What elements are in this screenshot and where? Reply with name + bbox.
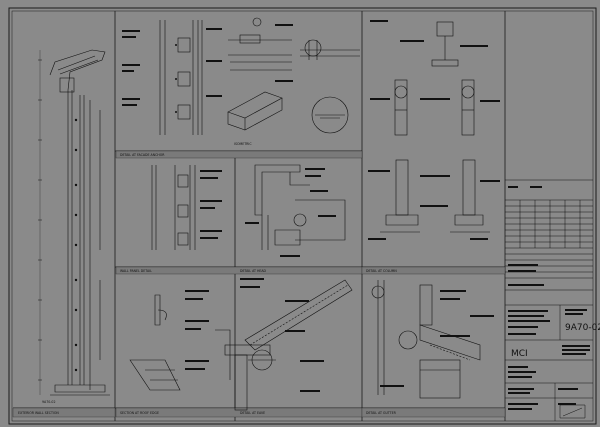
panel-2-anchor-detail <box>159 17 360 135</box>
panel-8-top-caption: DETAIL AT COLUMN <box>366 269 397 273</box>
sheet-inner-border <box>11 10 594 422</box>
sheet-number: 9A70-02 <box>565 323 600 333</box>
panel-4-labels <box>245 168 336 257</box>
panel-8-gutter-detail <box>371 280 481 399</box>
panel-7-caption: DETAIL AT EAVE <box>240 411 265 415</box>
panel-2-caption: DETAIL AT FACADE ANCHOR <box>120 153 165 157</box>
panel-1-ticks <box>38 59 42 381</box>
title-block-grid <box>505 179 593 421</box>
sheet-border <box>8 7 597 425</box>
panel-2-dots <box>175 44 177 113</box>
panel-5-column-detail <box>380 21 490 233</box>
panel-3-labels <box>200 170 222 239</box>
panel-4-caption: DETAIL AT HEAD <box>240 269 267 273</box>
panel-6-roof-section <box>129 294 181 391</box>
panel-5-labels <box>368 20 500 240</box>
panel-1-wall-section <box>39 49 110 396</box>
panel-8-labels <box>380 290 494 387</box>
panel-7-eave-detail <box>215 279 353 411</box>
panel-7-labels <box>240 278 324 392</box>
panel-3-caption: WALL PANEL DETAIL <box>120 269 152 273</box>
panel-1-section-tag: 9A70-02 <box>42 400 55 404</box>
panel-title-bars <box>12 150 506 418</box>
panel-2-subcaption: ISOMETRIC <box>234 142 252 146</box>
panel-6-labels <box>185 290 209 370</box>
title-block-text-lines <box>508 186 590 410</box>
panel-grid <box>13 11 506 421</box>
panel-2-labels <box>122 24 293 106</box>
panel-1-caption: EXTERIOR WALL SECTION <box>18 411 59 415</box>
panel-3-panel-detail <box>151 165 196 250</box>
seal-icon <box>559 404 586 419</box>
panel-8-caption: DETAIL AT GUTTER <box>366 411 397 415</box>
panel-4-head-detail <box>254 164 346 250</box>
panel-1-anchor-points <box>74 118 78 372</box>
panel-6-caption: SECTION AT ROOF EDGE <box>120 411 159 415</box>
company-logo: MCI <box>511 349 528 359</box>
